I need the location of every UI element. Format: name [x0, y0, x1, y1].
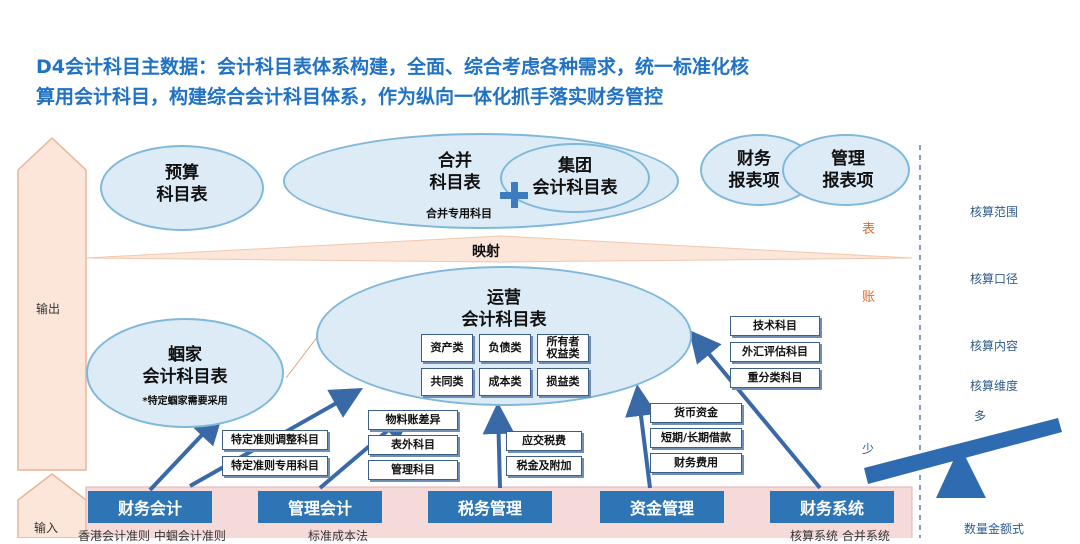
tax-box-1: 应交税费: [506, 431, 582, 451]
layer-zhang: 账: [862, 290, 876, 305]
mapping-label: 映射: [472, 244, 500, 260]
mgmt-report-ellipse: [782, 134, 910, 206]
fin-acc-box-1: 特定准则调整科目: [222, 430, 328, 450]
hj-ops-link: [285, 335, 319, 379]
arrow-tax-ops: [482, 402, 515, 489]
btn-fin-acc: 财务会计: [88, 491, 212, 523]
hj-note: *特定蝈家需要采用: [142, 396, 228, 407]
seesaw-base: [936, 446, 986, 498]
arrow-fund-ops: [625, 384, 657, 489]
system-box-3: 重分类科目: [730, 368, 820, 388]
fin-report-label: 财务 报表项: [728, 149, 780, 191]
mgmt-acc-box-3: 管理科目: [368, 460, 458, 480]
fin-acc-box-2: 特定准则专用科目: [222, 456, 328, 476]
group-ellipse: [500, 143, 650, 213]
system-box-2: 外汇评估科目: [730, 342, 820, 362]
cat-liability: 负债类: [479, 334, 531, 362]
arrow-fin-acc-hj: [148, 412, 224, 492]
page-title-line1: D4会计科目主数据：会计科目表体系构建，全面、综合考虑各种需求，统一标准化核: [36, 56, 749, 78]
consolidated-note: 合并专用科目: [426, 207, 492, 220]
mgmt-acc-box-2: 表外科目: [368, 435, 458, 455]
btn-system: 财务系统: [770, 491, 894, 523]
label-few: 少: [862, 442, 875, 456]
mapping-band: [85, 235, 913, 263]
seesaw-beam: [864, 418, 1062, 484]
arrow-system-ops: [688, 329, 822, 490]
label-caliber: 核算口径: [970, 272, 1019, 286]
budget-ellipse: [100, 145, 264, 231]
output-arrow: [17, 136, 87, 471]
system-box-1: 技术科目: [730, 316, 820, 336]
cat-common: 共同类: [421, 368, 473, 396]
consolidated-label: 合并 科目表: [429, 151, 481, 193]
cat-pl: 损益类: [537, 368, 589, 396]
mgmt-acc-box-1: 物料账差异: [368, 410, 458, 430]
cat-equity: 所有者 权益类: [537, 334, 589, 362]
cat-cost: 成本类: [479, 368, 531, 396]
cat-asset: 资产类: [421, 334, 473, 362]
label-amount-form: 数量金额式: [964, 522, 1025, 536]
output-label: 输出: [36, 302, 61, 316]
tax-box-2: 税金及附加: [506, 456, 582, 476]
sub-system: 核算系统 合并系统: [790, 529, 890, 543]
ops-title: 运营 会计科目表: [461, 288, 547, 330]
budget-label: 预算 科目表: [156, 163, 208, 205]
label-dimension: 核算维度: [970, 379, 1019, 393]
plus-icon: [500, 182, 528, 210]
input-label: 输入: [34, 521, 59, 535]
label-content: 核算内容: [970, 339, 1019, 353]
group-label: 集团 会计科目表: [532, 156, 618, 198]
sub-mgmt-acc: 标准成本法: [308, 529, 369, 543]
mgmt-report-label: 管理 报表项: [822, 149, 874, 191]
page-title-line2: 算用会计科目，构建综合会计科目体系，作为纵向一体化抓手落实财务管控: [36, 86, 664, 108]
fund-box-2: 短期/长期借款: [650, 428, 742, 448]
fund-box-1: 货币资金: [650, 403, 742, 423]
sub-fin-acc: 香港会计准则 中蝈会计准则: [78, 529, 226, 543]
btn-tax: 税务管理: [428, 491, 552, 523]
btn-fund: 资金管理: [600, 491, 724, 523]
label-many: 多: [974, 409, 987, 423]
hj-ellipse: [86, 318, 284, 428]
hj-title: 蝈家 会计科目表: [142, 345, 228, 387]
fund-box-3: 财务费用: [650, 453, 742, 473]
layer-biao: 表: [862, 222, 876, 237]
btn-mgmt-acc: 管理会计: [258, 491, 382, 523]
label-scope: 核算范围: [970, 205, 1019, 219]
